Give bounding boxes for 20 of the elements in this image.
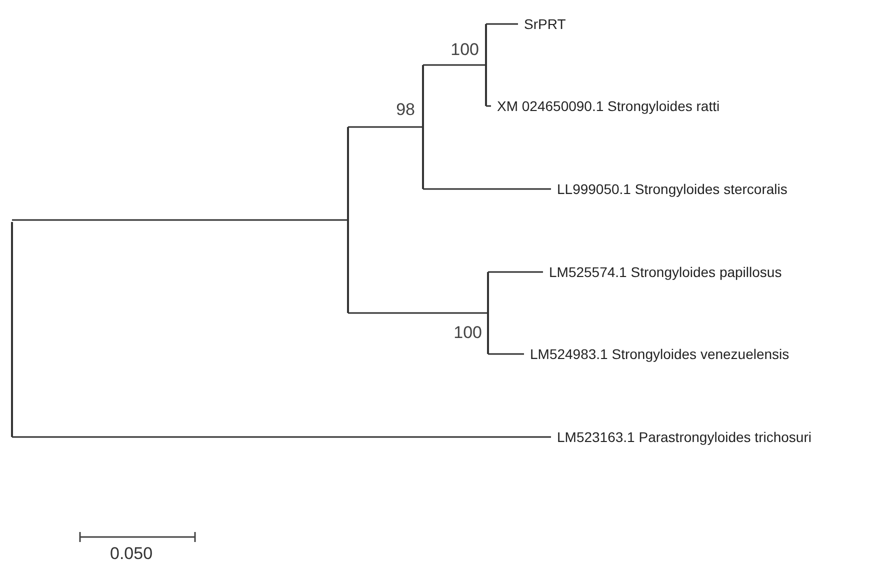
scale-bar-label: 0.050 xyxy=(110,544,153,564)
tree-branch xyxy=(12,219,348,221)
taxon-label: LL999050.1 Strongyloides stercoralis xyxy=(557,180,788,198)
bootstrap-value: 98 xyxy=(396,100,415,120)
tree-branch xyxy=(488,271,543,273)
taxon-label: SrPRT xyxy=(524,15,566,33)
tree-branch xyxy=(348,126,423,128)
tree-branch xyxy=(486,23,518,25)
bootstrap-value: 100 xyxy=(454,323,482,343)
tree-branch xyxy=(486,105,491,107)
tree-branch xyxy=(348,312,488,314)
bootstrap-value: 100 xyxy=(450,40,479,60)
tree-branch xyxy=(423,64,486,66)
taxon-label: LM523163.1 Parastrongyloides trichosuri xyxy=(557,428,812,446)
tree-branch xyxy=(12,436,551,438)
taxon-label: LM524983.1 Strongyloides venezuelensis xyxy=(530,345,790,363)
tree-branch xyxy=(423,188,551,190)
taxon-label: XM 024650090.1 Strongyloides ratti xyxy=(497,97,720,115)
tree-branch xyxy=(488,353,524,355)
taxon-label: LM525574.1 Strongyloides papillosus xyxy=(549,263,782,281)
